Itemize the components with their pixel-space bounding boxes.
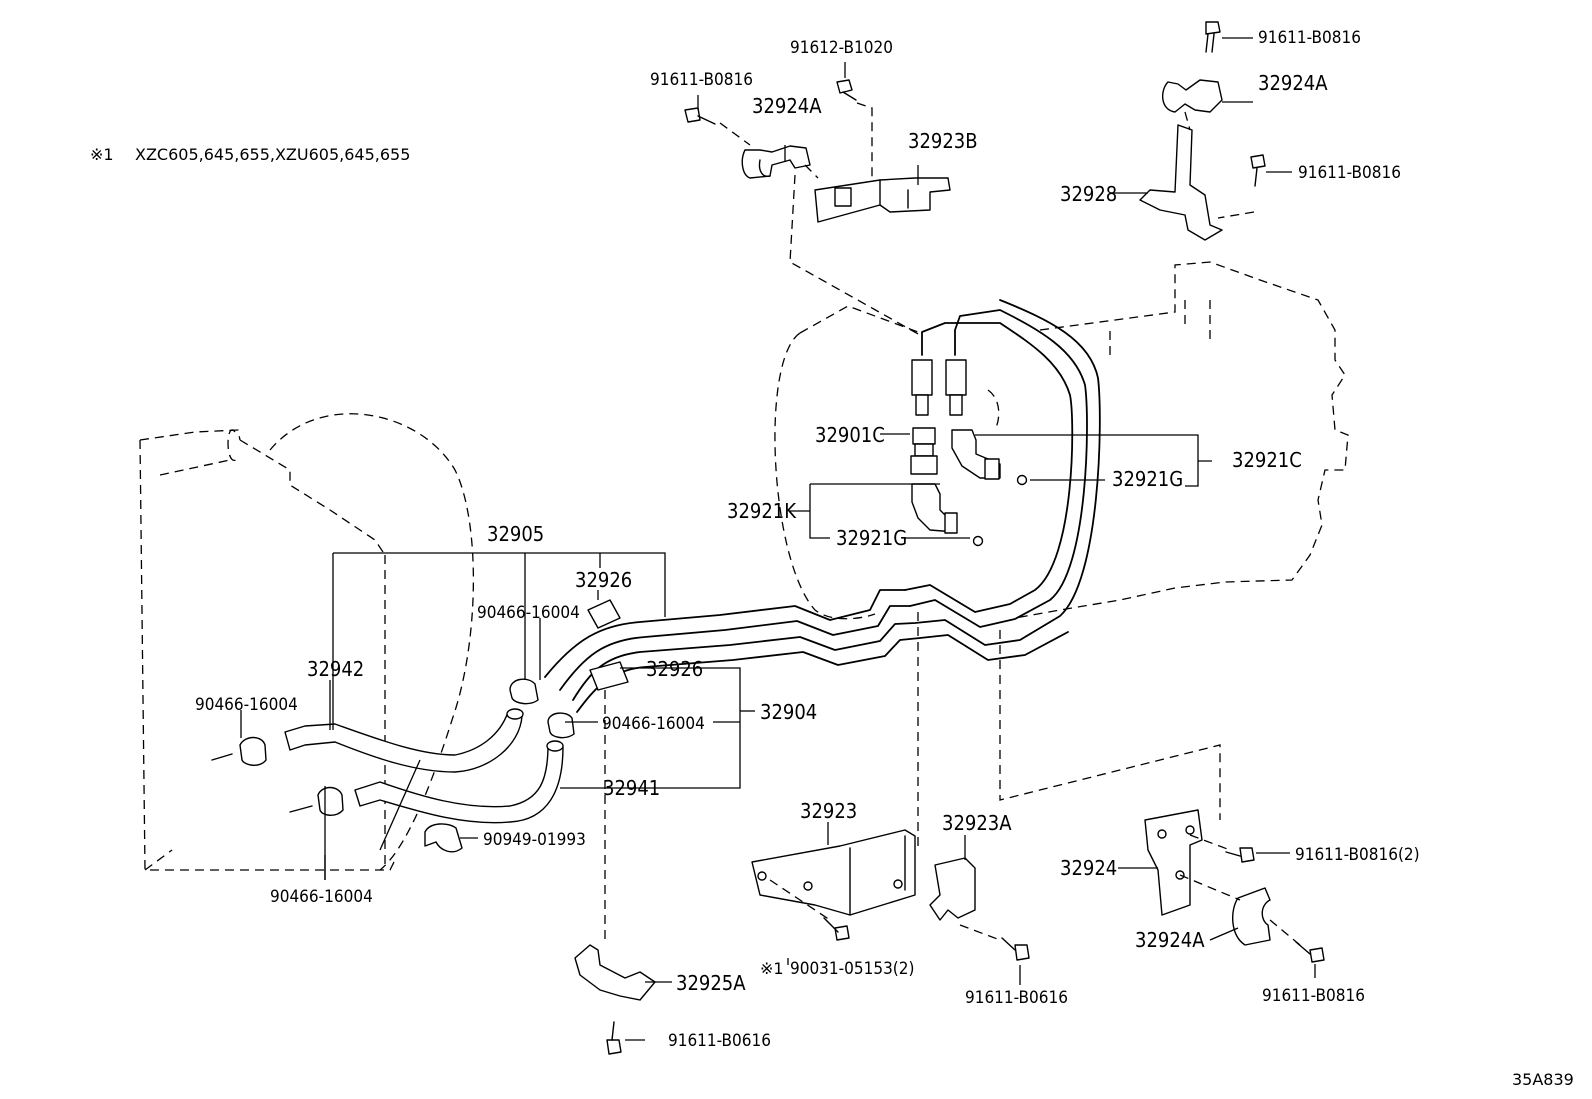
part-label: 91611-B0616 (668, 1031, 771, 1051)
part-label: 91611-B0816 (650, 70, 753, 90)
part-label: 32904 (760, 700, 817, 724)
part-label: 32926 (575, 568, 632, 592)
part-label: 90031-05153(2) (790, 959, 914, 979)
sleeve-32926 (587, 599, 629, 691)
part-label: 91611-B0816 (1258, 28, 1361, 48)
part-label: 90949-01993 (483, 830, 586, 850)
part-label: 32921G (1112, 467, 1183, 491)
bracket-32924 (1144, 809, 1203, 916)
part-label: 32926 (646, 657, 703, 681)
hose-clamps (211, 678, 575, 853)
part-label: 91611-B0816(2) (1295, 845, 1420, 865)
fitting-32901C (910, 359, 938, 475)
diagram-id: 35A839 (1512, 1070, 1574, 1089)
part-label: 91611-B0816 (1262, 986, 1365, 1006)
part-label: 32921G (836, 526, 907, 550)
note-text: XZC605,645,655,XZU605,645,655 (135, 145, 410, 164)
part-label: 90466-16004 (195, 695, 298, 715)
part-label: 32928 (1060, 182, 1117, 206)
clamp-32924A (741, 145, 811, 179)
part-label: 32923A (942, 811, 1012, 835)
clamp-32924A (1162, 79, 1223, 113)
part-label: 32924A (752, 94, 822, 118)
part-labels: ※1 XZC605,645,655,XZU605,645,655 91612-B… (90, 28, 1574, 1089)
o-ring-32921G (1016, 474, 1028, 486)
bracket-32925A (574, 944, 656, 1001)
o-ring-32921G (972, 535, 984, 547)
transmission-outline (774, 261, 1349, 620)
part-label: ※1 (760, 959, 784, 978)
note-marker: ※1 (90, 145, 114, 164)
part-label: 32901C (815, 423, 885, 447)
part-label: 91611-B0616 (965, 988, 1068, 1008)
radiator-outline (139, 413, 475, 871)
part-label: 91611-B0816 (1298, 163, 1401, 183)
cooler-pipe-32904 (572, 299, 1101, 713)
part-label: 32923 (800, 799, 857, 823)
part-label: 91612-B1020 (790, 38, 893, 58)
part-label: 90466-16004 (270, 887, 373, 907)
cooler-pipe-32905 (544, 309, 1088, 691)
part-label: 90466-16004 (477, 603, 580, 623)
part-label: 32921C (1232, 448, 1302, 472)
bolts (606, 21, 1325, 1055)
fitting-32921K (911, 483, 958, 534)
part-label: 32942 (307, 657, 364, 681)
part-label: 32924 (1060, 856, 1117, 880)
fitting-32921C (945, 359, 1001, 480)
dashed-guide-lines (604, 102, 1301, 946)
part-label: 32941 (603, 776, 660, 800)
hose-32941 (354, 740, 564, 824)
clamp-32923A (929, 857, 976, 921)
part-label: 90466-16004 (602, 714, 705, 734)
leader-lines (240, 37, 1316, 1041)
part-label: 32924A (1258, 71, 1328, 95)
bracket-32923 (751, 829, 916, 916)
bracket-32923B (814, 177, 951, 223)
part-label: 32905 (487, 522, 544, 546)
clamp-32924A (1232, 887, 1271, 946)
hose-32942 (284, 708, 524, 773)
part-label: 32925A (676, 971, 746, 995)
part-label: 32924A (1135, 928, 1205, 952)
part-label: 32923B (908, 129, 978, 153)
bracket-32928 (1139, 124, 1223, 241)
part-label: 32921K (727, 499, 797, 523)
